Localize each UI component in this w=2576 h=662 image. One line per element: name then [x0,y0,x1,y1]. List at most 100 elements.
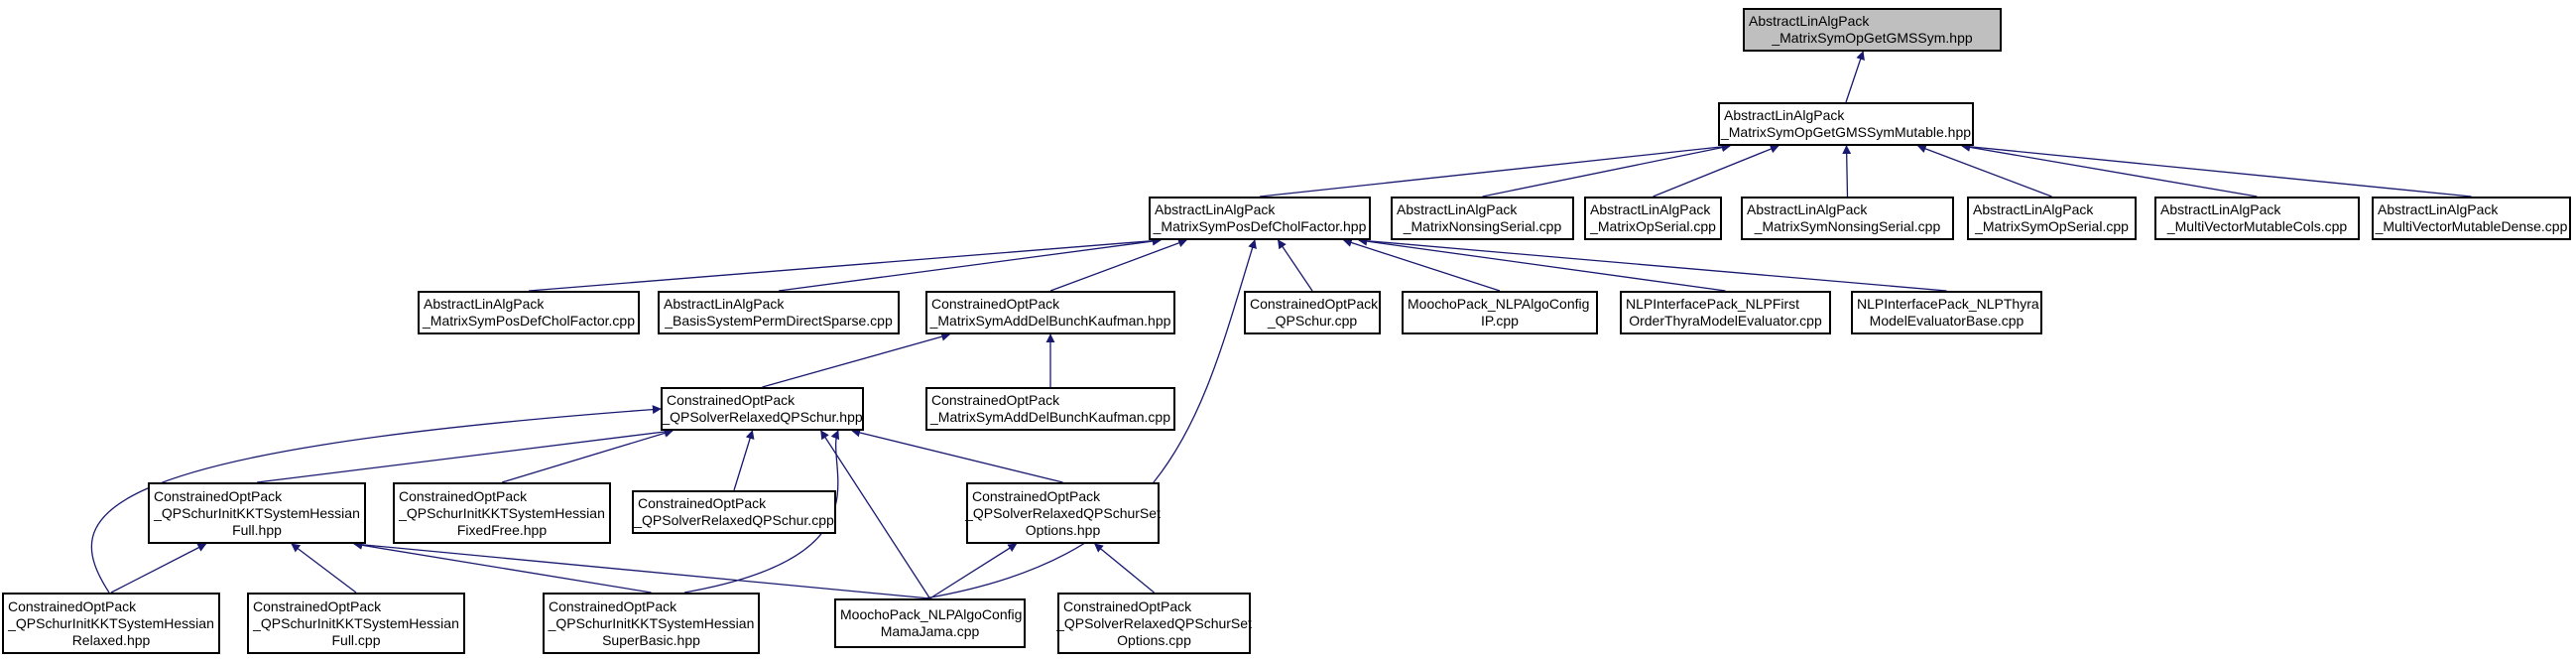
dependency-edge [1961,142,2472,198]
node-label-line: AbstractLinAlgPack [1724,107,1845,123]
node-label-line: _MatrixSymAddDelBunchKaufman.cpp [930,409,1171,425]
graph-node[interactable]: AbstractLinAlgPack_MatrixSymOpSerial.cpp [1967,197,2137,240]
node-label-line: Options.hpp [1025,521,1101,538]
node-label-line: ConstrainedOptPack [972,487,1101,504]
graph-node[interactable]: ConstrainedOptPack_MatrixSymAddDelBunchK… [925,291,1175,334]
node-label-line: MoochoPack_NLPAlgoConfig [840,606,1023,622]
node-label-line: ConstrainedOptPack [931,392,1060,408]
graph-node[interactable]: AbstractLinAlgPack_MatrixSymOpGetGMSSymM… [1718,102,1974,146]
dependency-edge [291,543,357,594]
dependency-edge [256,427,674,483]
node-label-line: _MatrixSymPosDefCholFactor.cpp [423,313,635,329]
node-label-line: _QPSolverRelaxedQPSchurSet [1056,614,1252,631]
graph-node[interactable]: AbstractLinAlgPack_MultiVectorMutableDen… [2372,197,2571,240]
node-label-line: _QPSchurInitKKTSystemHessian [8,614,214,631]
node-label-line: Full.cpp [331,631,381,648]
node-label-line: AbstractLinAlgPack [2378,201,2499,217]
graph-node[interactable]: ConstrainedOptPack_QPSchur.cpp [1244,291,1381,334]
node-label-line: _MatrixSymOpGetGMSSym.hpp [1772,30,1973,46]
dependency-edge [353,540,930,599]
dependency-edge [762,331,951,388]
dependency-edge [1845,51,1865,103]
node-label-line: Relaxed.hpp [71,631,151,648]
graph-node[interactable]: ConstrainedOptPack_MatrixSymAddDelBunchK… [925,387,1175,431]
graph-node[interactable]: ConstrainedOptPack_QPSchurInitKKTSystemH… [393,482,611,544]
node-label-line: IP.cpp [1481,313,1519,329]
dependency-edge [1916,144,2052,198]
node-label-line: AbstractLinAlgPack [2160,201,2281,217]
dependency-edge [1049,238,1187,292]
node-label-line: _QPSchurInitKKTSystemHessian [548,614,755,631]
node-label-line: ConstrainedOptPack [667,392,796,408]
dependency-edge [1259,142,1731,198]
dependency-edge [501,429,674,483]
node-label-line: SuperBasic.hpp [602,631,700,648]
dependency-edge [353,540,652,594]
node-label-line: ConstrainedOptPack [1250,296,1379,312]
dependency-edge [1653,144,1779,198]
node-label-line: _QPSolverRelaxedQPSchur.cpp [634,512,834,528]
node-label-line: AbstractLinAlgPack [664,296,785,312]
node-label-line: _MultiVectorMutableDense.cpp [2375,218,2568,234]
dependency-edge [1358,236,1947,292]
node-label-line: MoochoPack_NLPAlgoConfig [1408,296,1590,312]
node-label-line: ConstrainedOptPack [399,487,528,504]
graph-node[interactable]: AbstractLinAlgPack_MatrixSymNonsingSeria… [1741,197,1954,240]
node-label-line: _MultiVectorMutableCols.cpp [2166,218,2348,234]
graph-node[interactable]: ConstrainedOptPack_QPSchurInitKKTSystemH… [148,482,366,544]
graph-node[interactable]: AbstractLinAlgPack_BasisSystemPermDirect… [658,291,900,334]
graph-node[interactable]: AbstractLinAlgPack_MatrixOpSerial.cpp [1584,197,1722,240]
node-label-line: NLPInterfacePack_NLPFirst [1626,296,1800,312]
node-label-line: Options.cpp [1117,631,1191,648]
dependency-edge [778,236,1162,292]
node-label-line: NLPInterfacePack_NLPThyra [1857,296,2039,312]
node-label-line: _MatrixSymNonsingSerial.cpp [1754,218,1941,234]
dependency-edge [929,543,1018,599]
node-label-line: AbstractLinAlgPack [1155,201,1276,217]
dependency-edge [110,543,207,594]
graph-node[interactable]: AbstractLinAlgPack_MatrixSymPosDefCholFa… [1149,197,1371,240]
graph-node[interactable]: ConstrainedOptPack_QPSolverRelaxedQPSchu… [1056,593,1252,654]
node-label-line: _QPSolverRelaxedQPSchur.hpp [662,409,863,425]
node-label-line: AbstractLinAlgPack [1749,13,1870,29]
dependency-edge [1342,238,1501,292]
dependency-edge [1278,239,1313,292]
node-label-line: _MatrixSymOpGetGMSSymMutable.hpp [1720,124,1972,140]
node-label-line: _MatrixNonsingSerial.cpp [1403,218,1562,234]
node-label-line: _MatrixSymPosDefCholFactor.hpp [1153,218,1367,234]
node-label-line: ConstrainedOptPack [931,296,1060,312]
dependency-edge [1482,143,1731,198]
node-label-line: _QPSchurInitKKTSystemHessian [399,504,605,521]
node-label-line: _QPSchurInitKKTSystemHessian [253,614,459,631]
graph-node[interactable]: ConstrainedOptPack_QPSchurInitKKTSystemH… [543,593,760,654]
node-label-line: _MatrixSymAddDelBunchKaufman.hpp [929,313,1171,329]
dependency-edge [528,236,1162,292]
node-label-line: AbstractLinAlgPack [1397,201,1518,217]
dependency-edge [1961,142,2258,198]
dependency-edge [1094,543,1155,594]
graph-node[interactable]: AbstractLinAlgPack_MatrixSymPosDefCholFa… [418,291,640,334]
graph-node[interactable]: ConstrainedOptPack_QPSchurInitKKTSystemH… [247,593,465,654]
dependency-edge [820,430,931,599]
node-label-line: _MatrixOpSerial.cpp [1590,218,1716,234]
node-label-line: AbstractLinAlgPack [1747,201,1868,217]
dependency-edge [1842,145,1852,198]
node-label-line: AbstractLinAlgPack [424,296,545,312]
node-label-line: ModelEvaluatorBase.cpp [1869,313,2024,329]
graph-node[interactable]: ConstrainedOptPack_QPSolverRelaxedQPSchu… [632,490,836,534]
dependency-edge [923,239,1257,599]
graph-node[interactable]: ConstrainedOptPack_QPSolverRelaxedQPSchu… [661,387,864,431]
graph-node[interactable]: ConstrainedOptPack_QPSchurInitKKTSystemH… [2,593,220,654]
node-label-line: ConstrainedOptPack [1063,597,1192,614]
node-label-line: ConstrainedOptPack [253,597,382,614]
graph-node[interactable]: ConstrainedOptPack_QPSolverRelaxedQPSchu… [965,482,1161,544]
node-label-line: _MatrixSymOpSerial.cpp [1975,218,2129,234]
graph-node[interactable]: AbstractLinAlgPack_MatrixNonsingSerial.c… [1391,197,1574,240]
node-label-line: _QPSolverRelaxedQPSchurSet [965,504,1161,521]
graph-node[interactable]: AbstractLinAlgPack_MultiVectorMutableCol… [2154,197,2360,240]
